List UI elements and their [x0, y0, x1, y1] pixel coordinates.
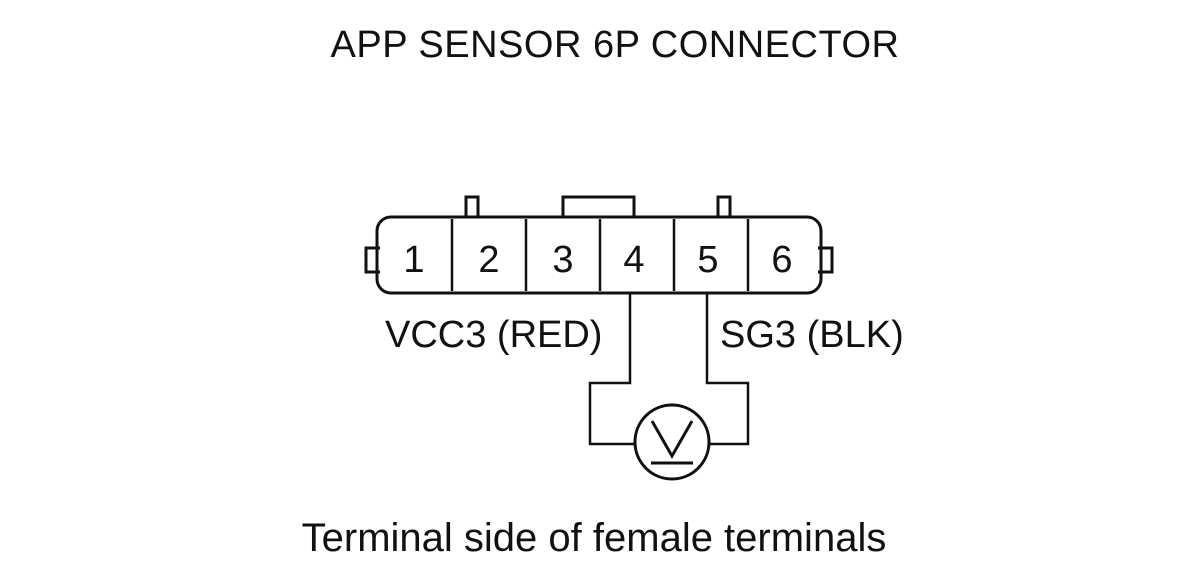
latch-tab-left — [464, 195, 480, 217]
side-tab-left — [364, 246, 380, 274]
side-tab-right — [818, 246, 834, 274]
pin-1-label: 1 — [403, 239, 424, 281]
wire-sg3 — [705, 293, 750, 446]
pin-6-label: 6 — [771, 239, 792, 281]
pin-4-label: 4 — [623, 239, 644, 281]
connector-housing — [375, 215, 823, 295]
pin-dividers — [450, 219, 750, 291]
diagram-caption: Terminal side of female terminals — [301, 516, 887, 560]
sg3-wire-label: SG3 (BLK) — [720, 314, 904, 356]
latch-tab-center — [561, 195, 636, 217]
latch-tab-right — [716, 195, 732, 217]
voltmeter-icon — [633, 403, 711, 481]
pin-2-label: 2 — [478, 239, 499, 281]
pin-numbers: 1 2 3 4 5 6 — [403, 239, 792, 281]
pin-5-label: 5 — [697, 239, 718, 281]
vcc3-wire-label: VCC3 (RED) — [385, 314, 603, 356]
wire-vcc3 — [588, 293, 636, 446]
connector-body — [364, 195, 834, 295]
pin-3-label: 3 — [552, 239, 573, 281]
diagram-title: APP SENSOR 6P CONNECTOR — [330, 24, 900, 66]
